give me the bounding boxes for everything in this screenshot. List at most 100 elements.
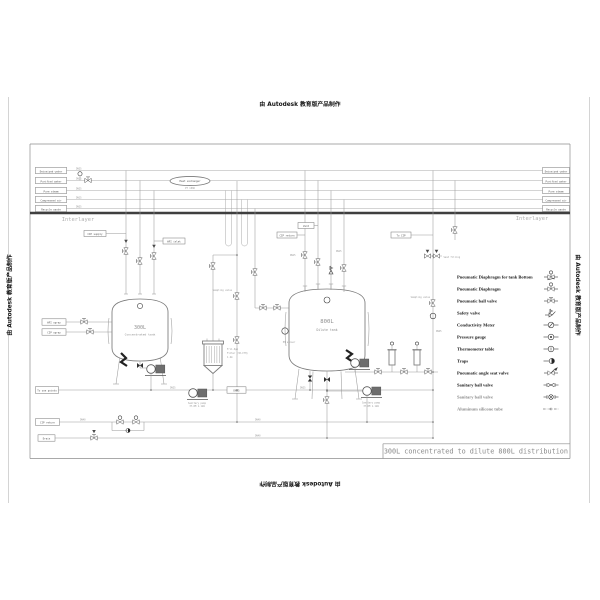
autodesk-watermarks: 由 Autodesk 教育版产品制作 由 Autodesk 教育版产品制作 由 …: [6, 100, 583, 488]
header-box-right-0: Deionized water: [542, 167, 570, 174]
valve-icon: [433, 253, 440, 259]
header-label: Deionized water: [545, 170, 568, 174]
filter-note-3: 1.2m: [227, 356, 233, 359]
interlayer-label-left: Interlayer: [62, 217, 95, 223]
valve-icon: [301, 252, 307, 258]
pipe-label: DN40: [255, 434, 261, 437]
valve-icon: [122, 248, 128, 254]
filter-note-1: 5"×1.0μm: [227, 348, 239, 351]
valve-icon: [429, 300, 435, 306]
sampling-valve-label-right: Sampling valve: [411, 296, 431, 299]
pump-note-2: 3T-8M 1.1kW: [363, 405, 379, 408]
legend-label: Pneumatic angle seat valve: [457, 371, 509, 376]
header-box-right-1: Purified water: [542, 177, 570, 184]
legend-symbol-sanitary-ball-valve-icon: [543, 382, 559, 388]
manway-icon: [323, 296, 331, 304]
valve-icon: [233, 293, 239, 299]
pump-icon: [360, 386, 383, 399]
heat-exchanger: [169, 175, 211, 187]
valve-actuator-icon: [117, 415, 123, 420]
sheet-frame: [29, 143, 571, 459]
valve-icon: [150, 253, 156, 259]
valve-icon: [451, 227, 457, 233]
valve-icon: [132, 419, 140, 425]
legend-row: Sanitary ball valve: [457, 383, 559, 388]
actuator-flag-icon: [92, 430, 96, 434]
pipe-label: DN40: [255, 418, 261, 421]
valve-icon: [91, 434, 97, 440]
pump-note-1: Sanitary pump: [362, 402, 381, 405]
legend-label: Thermometer table: [457, 347, 494, 352]
header-label: Pure steam: [43, 190, 59, 194]
valve-icon: [87, 328, 93, 334]
legend-symbol-sanitary-ball-valve2-icon: [543, 394, 559, 400]
legend-symbol-ball-valve-icon: [544, 297, 558, 304]
legend-symbol-safety-valve-icon: [545, 308, 556, 318]
tank800-volume: 800L: [320, 319, 334, 325]
interlayer-boundary: Interlayer Interlayer: [30, 211, 570, 223]
header-label: Deionized water: [40, 170, 63, 174]
ph-sensor-label: PH sensor: [283, 341, 296, 344]
legend-label: Pneumatic Diaphragm for tank Bottom: [457, 275, 533, 280]
header-box-right-3: Compressed air: [542, 196, 570, 203]
legend-row: Pneumatic ball valve: [457, 297, 558, 304]
legend-row: Pneumatic angle seat valve: [457, 367, 558, 376]
send-filling-label: Send filling: [444, 256, 461, 259]
legend-row: Conductivity Meter: [457, 321, 559, 329]
valve-icon: [136, 258, 142, 264]
header-label: Compressed air: [40, 199, 62, 203]
tank800-name: Dilute tank: [316, 328, 337, 332]
legend-symbol-silicone-tube-icon: [543, 407, 559, 411]
legend-label: Pneumatic ball valve: [457, 299, 497, 304]
header-label: Pure steam: [548, 190, 564, 194]
header-branch: Heat exchanger PT 100Ω: [77, 171, 211, 190]
legend-row: Pneumatic Diaphragm: [457, 282, 558, 292]
pump-icon: [186, 388, 209, 401]
stub-box-to-cip: To CIP: [390, 231, 433, 239]
header-label: Recycle waste: [546, 208, 566, 212]
legend-label: Sanitary ball valve: [457, 383, 493, 388]
candle-filter: 5"×1.0μm Filter (30-ITH) 1.2m: [202, 338, 248, 390]
valve-icon: [375, 368, 381, 374]
manway-icon: [137, 303, 143, 309]
pipe-label: DN25: [170, 386, 176, 389]
seal-loop-1: [225, 190, 232, 247]
header-box-right-2: Pure steam: [542, 187, 570, 194]
valve-icon: [340, 265, 346, 271]
pipe-label: DN15: [336, 250, 342, 253]
title-block: 300L concentrated to dilute 800L distrib…: [384, 447, 568, 455]
valve-icon: [260, 304, 266, 310]
trap-fill: [128, 428, 130, 433]
stub-box-label: To CIP: [396, 233, 406, 237]
stub-box-cip-supply: CIP supply: [83, 230, 126, 237]
legend-label: Aluminum silicone tube: [457, 407, 503, 412]
dark-valve-icon: [307, 375, 313, 382]
legend-symbol-angle-seat-valve-icon: [544, 367, 558, 376]
send-filling: Send filling: [424, 249, 461, 259]
process-piping: Sampling valve Sampling valve DN15 DN15 …: [122, 170, 457, 438]
legend-label: Safety valve: [457, 311, 480, 316]
watermark-right: 由 Autodesk 教育版产品制作: [574, 254, 582, 335]
heat-exchanger-sub: PT 100Ω: [185, 187, 195, 190]
valve-icon: [314, 259, 320, 265]
legend-label: Sanitary ball valve: [457, 395, 493, 400]
stub-box-cip-return: CIP return: [276, 231, 305, 239]
stub-boxes: CIP supply WFI inlet CIP return Vent To …: [41, 222, 433, 336]
legend-row: Thermometer table: [457, 345, 559, 353]
valve-icon: [209, 263, 215, 269]
actuator-flag-icon: [434, 249, 439, 253]
pipe-label: DN25: [300, 386, 306, 389]
header-label: Compressed air: [545, 199, 567, 203]
flex-hose-icon: [119, 352, 128, 367]
pipe-size-label: DN25: [76, 177, 82, 180]
tank-300l: 300L Concentrated tank: [107, 293, 173, 390]
legend-label: Pneumatic Diaphragm: [457, 287, 501, 292]
drawing-title: 300L concentrated to dilute 800L distrib…: [384, 447, 568, 455]
legend-symbol-diaphragm-bottom-icon: [544, 270, 558, 281]
stub-box-label: CIP supply: [87, 232, 103, 236]
port-box-use-points: To use points: [35, 386, 59, 394]
